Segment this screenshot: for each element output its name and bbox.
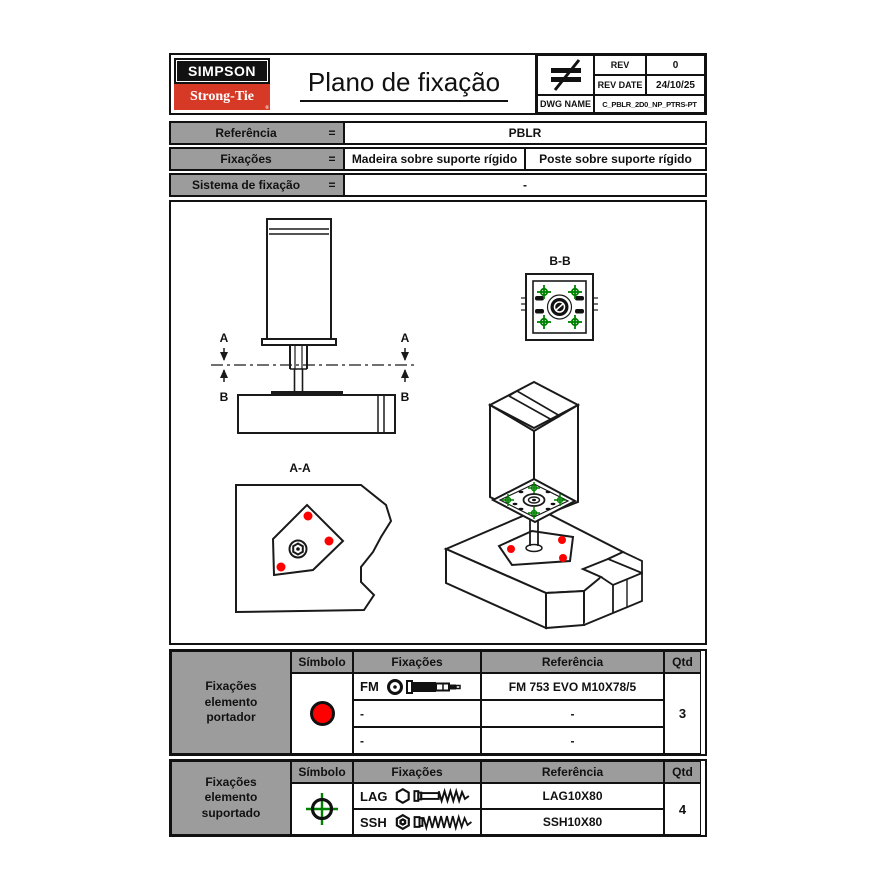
equals-sign: = <box>328 126 336 140</box>
anchor-marker-dots-iso <box>507 536 567 562</box>
elevation-view <box>211 218 417 434</box>
logo-simpson: SIMPSON <box>174 58 270 84</box>
title-area: Plano de fixação <box>273 55 535 113</box>
symbol-header: Símbolo <box>291 761 353 783</box>
fm-fixing-cell: FM <box>353 673 481 700</box>
suportado-group-label: Fixações elemento suportado <box>171 761 291 835</box>
simpson-strongtie-logo: SIMPSON Strong-Tie ® <box>174 58 270 111</box>
reference-row: Referência = PBLR <box>169 121 707 145</box>
fixings-row: Fixações = Madeira sobre suporte rígido … <box>169 147 707 171</box>
technical-drawing: A B A B B-B <box>211 218 643 630</box>
section-label-b-left: B <box>220 390 229 404</box>
page-title: Plano de fixação <box>299 67 509 102</box>
lag-reference: LAG10X80 <box>481 783 664 809</box>
lag-code: LAG <box>360 788 388 804</box>
section-marker-left: A B <box>220 331 229 404</box>
fixings-value-post: Poste sobre suporte rígido <box>524 149 705 169</box>
portador-qty: 3 <box>664 673 701 754</box>
section-marker-right: A B <box>401 331 410 404</box>
empty-reference: - <box>481 700 664 727</box>
drawing-area: A B A B B-B <box>169 200 707 645</box>
revision-table: REV 0 REV DATE 24/10/25 DWG NAME C_PBLR_… <box>535 55 705 113</box>
view-aa-label: A-A <box>289 461 311 475</box>
screw-marker-icons-bb <box>537 285 582 329</box>
suportado-symbol-cell <box>291 783 353 835</box>
anchor-marker-dots-aa <box>276 511 334 572</box>
ssh-reference: SSH10X80 <box>481 809 664 835</box>
fixings-header: Fixações <box>353 651 481 673</box>
screw-marker-icons-iso <box>502 482 566 519</box>
ssh-code: SSH <box>360 814 387 830</box>
dwg-name-label: DWG NAME <box>537 95 594 113</box>
projection-symbol-cell <box>537 55 594 95</box>
drawing-sheet: SIMPSON Strong-Tie ® Plano de fixação RE… <box>169 53 707 837</box>
suportado-fixings-table: Fixações elemento suportado Símbolo Fixa… <box>169 759 707 837</box>
isometric-view <box>443 380 643 630</box>
portador-fixings-table: Fixações elemento portador Símbolo Fixaç… <box>169 649 707 756</box>
view-bb-label: B-B <box>549 254 571 268</box>
reference-value: PBLR <box>508 126 542 140</box>
section-label-a-right: A <box>401 331 410 345</box>
plate-slot-dots <box>512 490 556 511</box>
title-block: SIMPSON Strong-Tie ® Plano de fixação RE… <box>169 53 707 115</box>
fixings-label: Fixações <box>220 152 272 166</box>
reference-label: Referência <box>215 126 277 140</box>
qty-header: Qtd <box>664 761 701 783</box>
red-circle-marker-icon <box>309 701 335 726</box>
section-label-b-right: B <box>401 390 410 404</box>
suportado-qty: 4 <box>664 783 701 835</box>
empty-fixing-cell: - <box>353 700 481 727</box>
fm-code: FM <box>360 679 379 694</box>
not-equal-projection-icon <box>550 59 581 91</box>
fixing-system-row: Sistema de fixação = - <box>169 173 707 197</box>
structural-screw-icon <box>395 813 472 831</box>
equals-sign: = <box>328 152 336 166</box>
rev-date-label: REV DATE <box>594 75 646 95</box>
qty-header: Qtd <box>664 651 701 673</box>
lag-screw-icon <box>396 787 470 805</box>
reference-table: Referência = PBLR Fixações = Madeira sob… <box>169 121 707 197</box>
logo-strongtie: Strong-Tie ® <box>174 84 270 111</box>
ssh-fixing-cell: SSH <box>353 809 481 835</box>
fixings-value-wood: Madeira sobre suporte rígido <box>351 152 518 166</box>
reference-header: Referência <box>481 761 664 783</box>
portador-symbol-cell <box>291 673 353 754</box>
rev-label: REV <box>594 55 646 75</box>
rev-value: 0 <box>646 55 705 75</box>
reference-header: Referência <box>481 651 664 673</box>
rev-date-value: 24/10/25 <box>646 75 705 95</box>
green-crosshair-marker-icon <box>306 793 338 825</box>
section-view-bb: B-B <box>521 254 598 341</box>
empty-reference: - <box>481 727 664 754</box>
equals-sign: = <box>328 178 336 192</box>
section-label-a-left: A <box>220 331 229 345</box>
fm-reference: FM 753 EVO M10X78/5 <box>481 673 664 700</box>
portador-group-label: Fixações elemento portador <box>171 651 291 754</box>
post-notch-lines <box>508 390 561 421</box>
registered-mark: ® <box>265 106 269 111</box>
empty-fixing-cell: - <box>353 727 481 754</box>
expansion-anchor-icon <box>386 678 461 695</box>
lag-fixing-cell: LAG <box>353 783 481 809</box>
fixing-system-label: Sistema de fixação <box>191 178 301 192</box>
dwg-name-value: C_PBLR_2D0_NP_PTRS-PT <box>594 95 705 113</box>
section-view-aa: A-A <box>235 461 393 614</box>
fixing-system-value: - <box>523 178 527 192</box>
fixings-header: Fixações <box>353 761 481 783</box>
symbol-header: Símbolo <box>291 651 353 673</box>
